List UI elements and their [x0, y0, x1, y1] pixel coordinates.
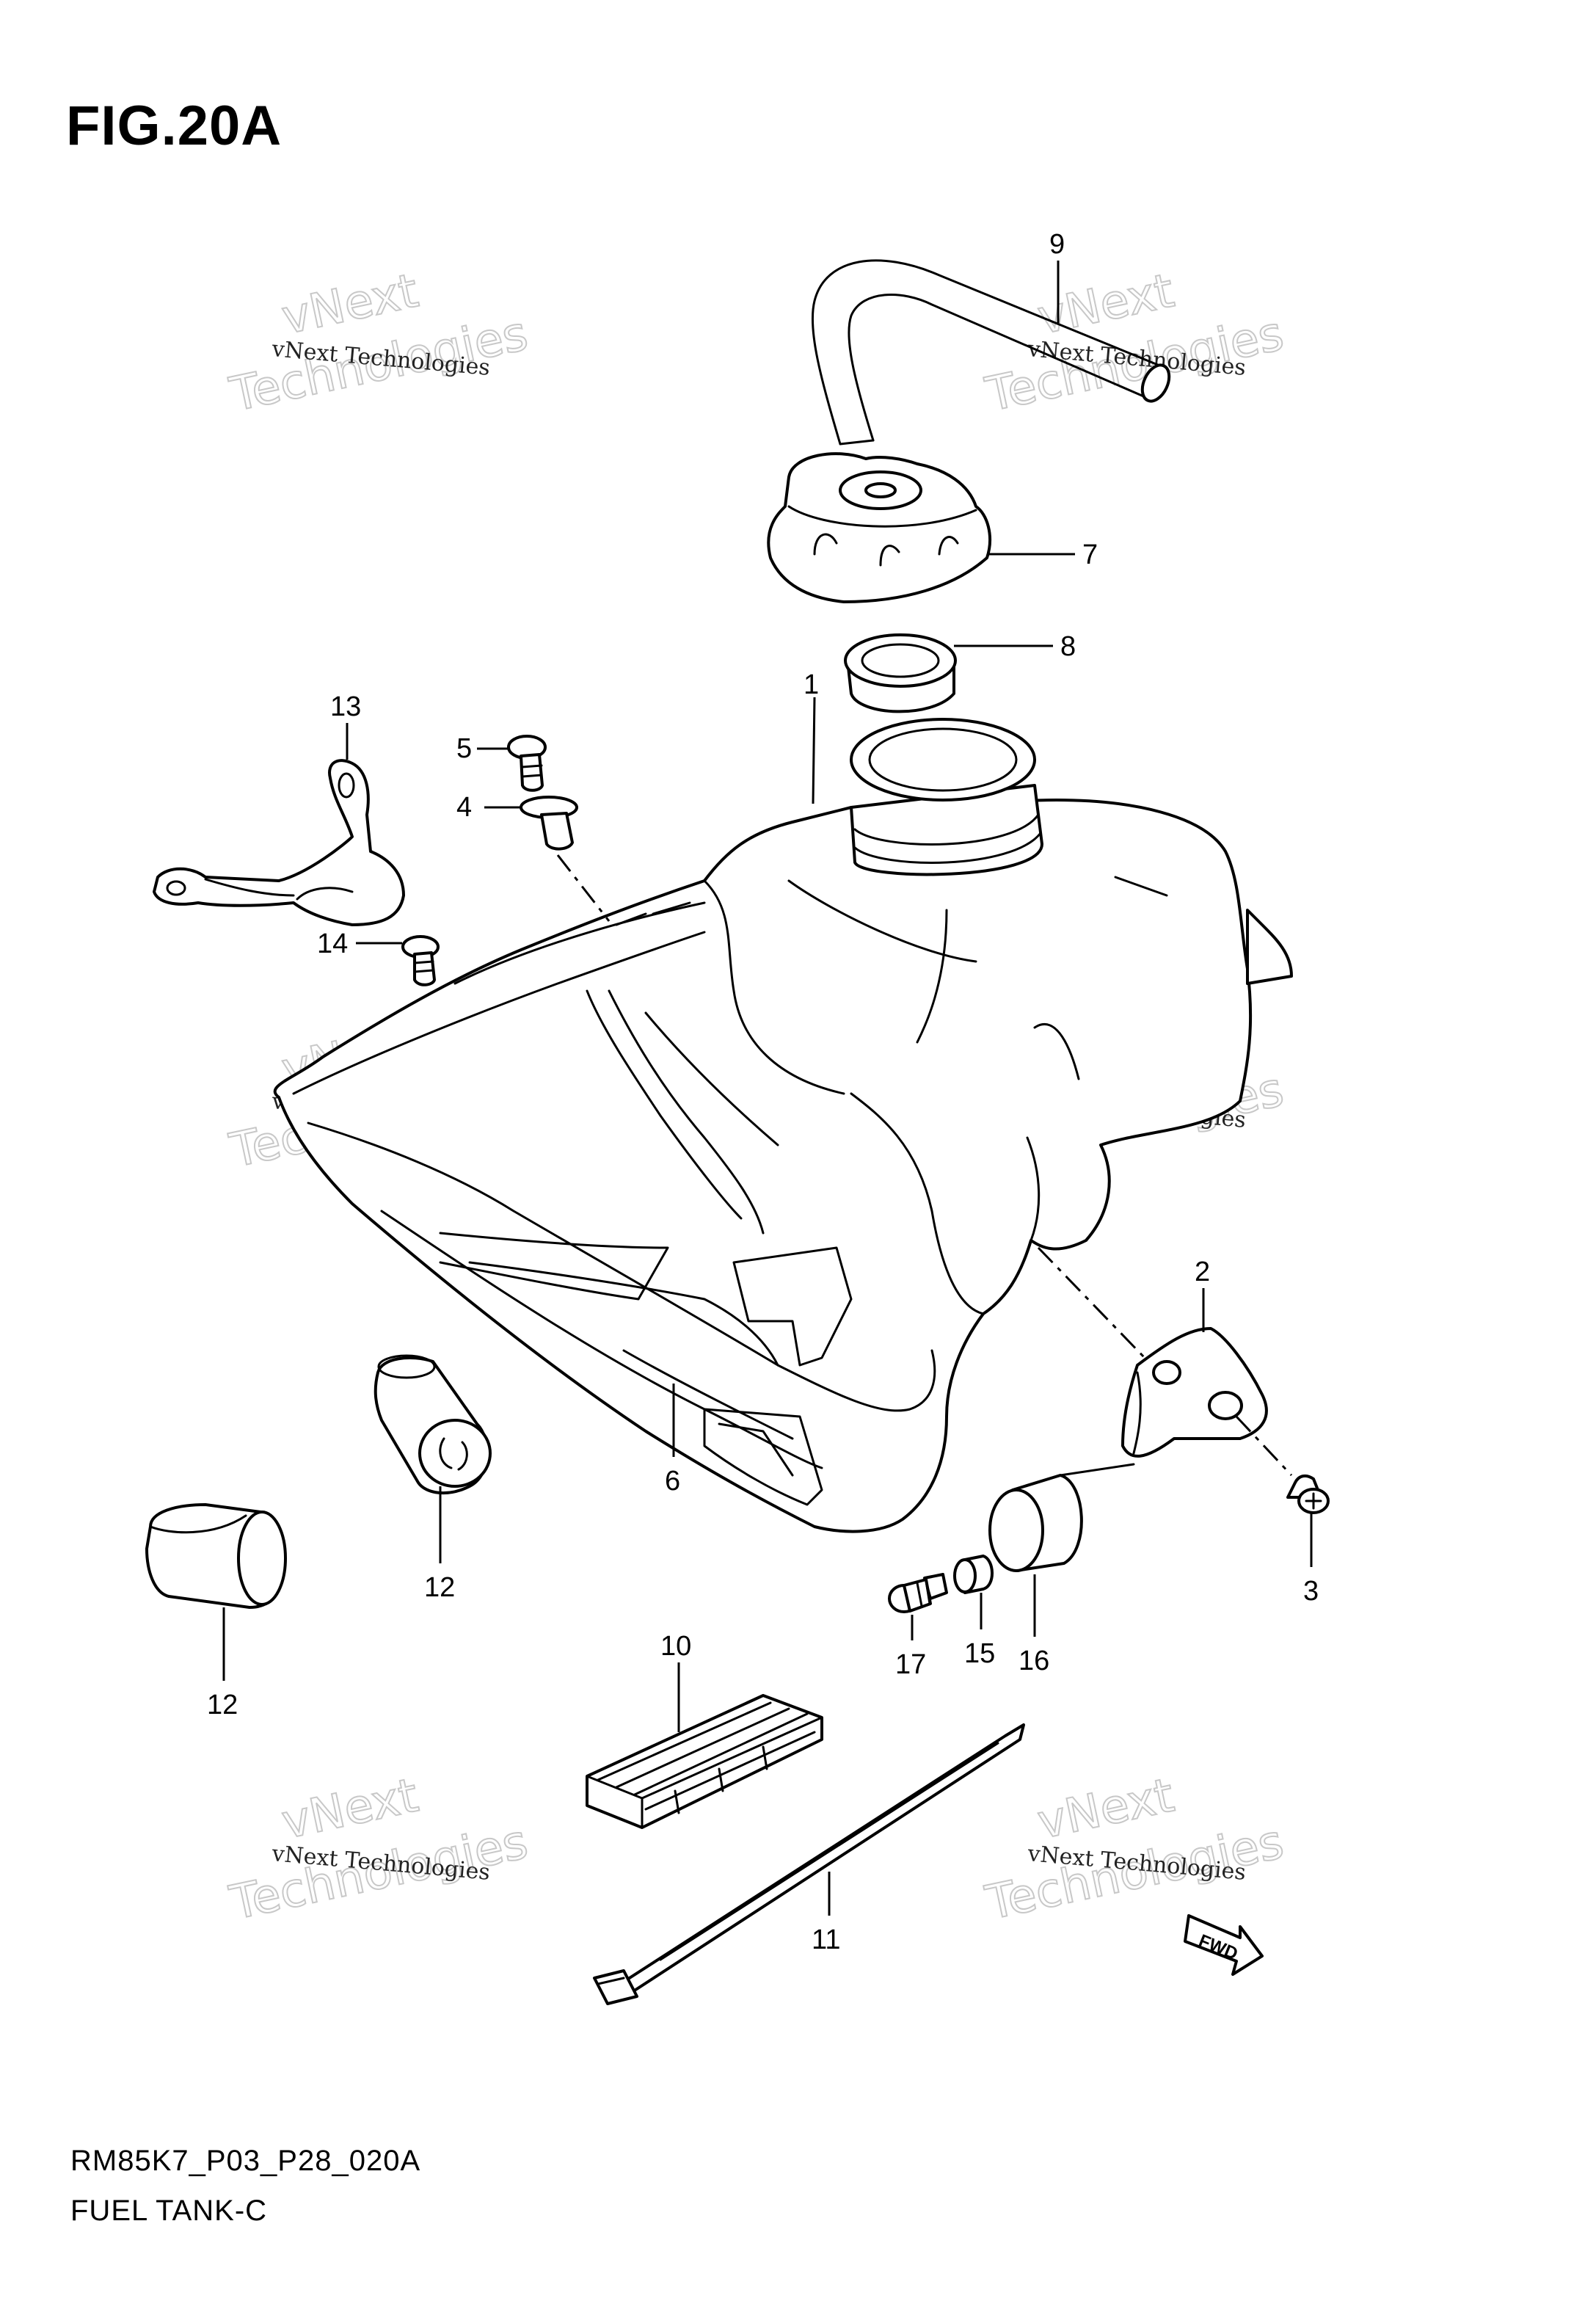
callout-11: 11: [812, 1872, 840, 1955]
callout-9: 9: [1049, 229, 1065, 323]
watermark-bottom-left: vNext Technologies vNext Technologies: [225, 1767, 533, 1931]
svg-text:15: 15: [964, 1638, 995, 1669]
callout-10: 10: [660, 1631, 691, 1732]
svg-text:12: 12: [207, 1690, 238, 1720]
svg-text:12: 12: [424, 1572, 455, 1603]
callout-6: 6: [665, 1384, 680, 1497]
part-1-fuel-tank: [273, 718, 1293, 1533]
callout-1: 1: [804, 669, 819, 804]
fwd-arrow: FWD: [1184, 1914, 1264, 1976]
part-12-cushion-lower: [145, 1503, 287, 1609]
svg-text:13: 13: [330, 691, 361, 722]
part-17-bolt: [888, 1573, 948, 1613]
callout-2: 2: [1195, 1257, 1210, 1332]
part-16-cushion: [988, 1463, 1135, 1572]
part-10-pad: [586, 1694, 823, 1829]
watermark-top-left: vNext Technologies vNext Technologies: [225, 263, 533, 423]
part-2-mount-bracket: [1121, 1327, 1268, 1458]
part-13-bracket: [153, 759, 405, 926]
svg-text:6: 6: [665, 1466, 680, 1497]
callout-12-upper: 12: [424, 1486, 455, 1603]
callout-16: 16: [1019, 1574, 1049, 1676]
part-15-collar: [953, 1555, 994, 1594]
part-9-breather-hose: [811, 259, 1171, 446]
svg-text:16: 16: [1019, 1646, 1049, 1676]
part-14-screw: [401, 935, 440, 986]
svg-text:1: 1: [804, 669, 819, 700]
callout-17: 17: [895, 1615, 926, 1680]
part-7-fuel-cap: [767, 452, 992, 603]
watermark-top-right: vNext Technologies vNext Technologies: [980, 263, 1289, 423]
part-8-cap-gasket: [844, 633, 957, 713]
callout-13: 13: [330, 691, 361, 760]
part-3-screw: [1286, 1474, 1330, 1514]
svg-text:14: 14: [317, 928, 348, 959]
svg-text:8: 8: [1060, 631, 1076, 662]
svg-text:4: 4: [456, 792, 472, 823]
callout-3: 3: [1303, 1513, 1319, 1607]
svg-text:7: 7: [1082, 539, 1098, 570]
watermark-bottom-right: vNext Technologies vNext Technologies: [980, 1767, 1289, 1931]
svg-text:vNext: vNext: [277, 1768, 423, 1850]
svg-text:2: 2: [1195, 1257, 1210, 1287]
model-code: RM85K7_P03_P28_020A: [70, 2145, 421, 2177]
callout-4: 4: [456, 792, 522, 823]
svg-text:3: 3: [1303, 1576, 1319, 1607]
part-4-collar: [520, 796, 578, 851]
svg-text:17: 17: [895, 1649, 926, 1680]
callout-15: 15: [964, 1593, 995, 1669]
part-12-cushion-upper: [374, 1354, 492, 1495]
svg-text:9: 9: [1049, 229, 1065, 260]
part-5-bolt: [507, 735, 547, 792]
assembly-line-tank-to-bracket: [1037, 1246, 1146, 1359]
assembly-line-bracket-to-screw: [1235, 1415, 1293, 1477]
svg-text:5: 5: [456, 733, 472, 764]
callout-8: 8: [954, 631, 1076, 662]
svg-text:10: 10: [660, 1631, 691, 1662]
assembly-line-4-to-tank: [556, 854, 611, 922]
callout-5: 5: [456, 733, 510, 764]
callout-7: 7: [987, 539, 1098, 570]
callout-14: 14: [317, 928, 402, 959]
part-11-cable-tie: [593, 1723, 1025, 2005]
part-6-tank-decal: [439, 989, 853, 1506]
figure-title: FIG.20A: [66, 95, 283, 157]
svg-text:11: 11: [812, 1924, 840, 1955]
callout-12-lower: 12: [207, 1607, 238, 1720]
section-name: FUEL TANK-C: [70, 2195, 268, 2227]
svg-text:vNext: vNext: [1033, 1768, 1178, 1850]
